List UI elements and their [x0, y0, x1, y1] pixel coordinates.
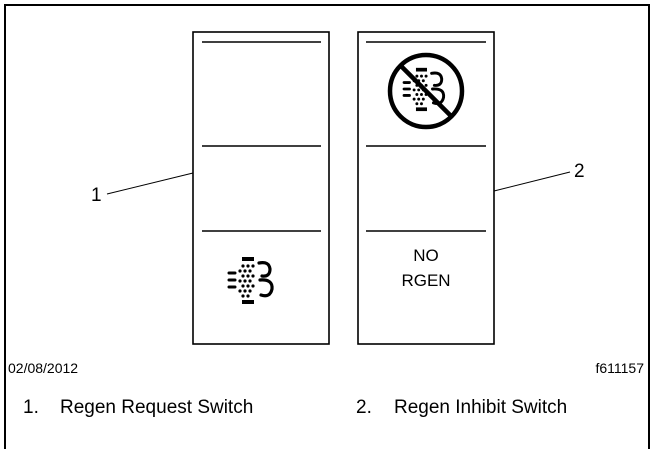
prohibition-slash [399, 64, 453, 118]
figure-border [4, 4, 650, 449]
legend-item-2-number: 2. [356, 397, 372, 418]
figure-date: 02/08/2012 [8, 360, 79, 376]
inhibit-switch-text-line1: NO [413, 246, 439, 265]
legend-item-1-label: Regen Request Switch [60, 397, 254, 418]
regen-request-switch [192, 31, 330, 345]
callout-1-number: 1 [91, 185, 102, 206]
legend-item-2-label: Regen Inhibit Switch [394, 397, 568, 418]
callout-1-leader [106, 172, 194, 195]
inhibit-switch-text-line2: RGEN [401, 271, 451, 290]
regen-inhibit-icon [387, 52, 465, 130]
callout-2-number: 2 [574, 161, 585, 182]
regen-request-icon [227, 257, 274, 304]
callout-2-leader [493, 171, 571, 192]
figure-id: f611157 [595, 360, 644, 376]
legend-item-1-number: 1. [23, 397, 39, 418]
